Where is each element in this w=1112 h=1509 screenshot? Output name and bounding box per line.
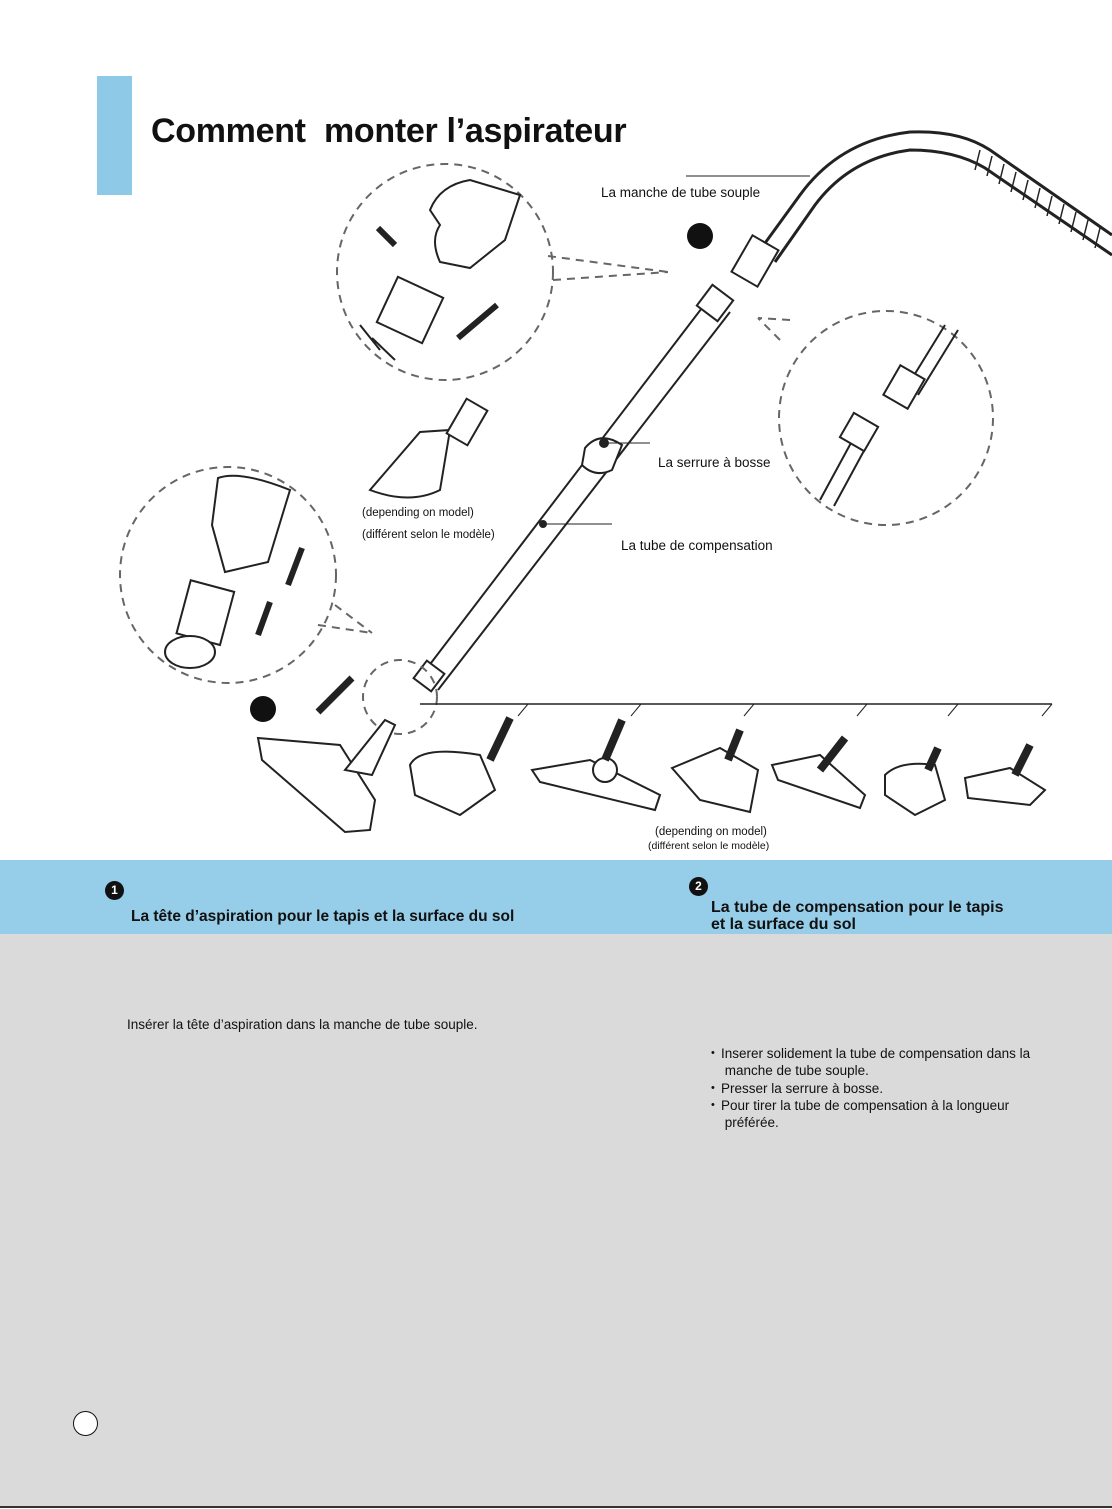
crevice-nozzle-icon [368, 397, 489, 499]
hose-icon [730, 130, 1112, 289]
pet-nozzle-icon [884, 746, 947, 817]
callout-lock-button: La serrure à bosse [658, 455, 771, 470]
section-1-instruction: Insérer la tête d’aspiration dans la man… [127, 1017, 478, 1032]
callout-hose-handle: La manche de tube souple [601, 185, 761, 200]
step-1-marker [250, 696, 276, 722]
parquet-nozzle-icon [770, 735, 867, 810]
section-1-number: 1 [105, 881, 124, 900]
instructions-panel [0, 934, 1112, 1506]
floor-nozzle-icon [256, 718, 397, 834]
section-2-steps: Inserer solidement la tube de compensati… [711, 1045, 1030, 1131]
step-2-marker [687, 223, 713, 249]
step-item: Presser la serrure à bosse. [711, 1080, 1030, 1098]
page-bottom-rule [0, 1506, 1112, 1508]
carpet-nozzle-icon [670, 728, 760, 814]
hybrid-nozzle-icon [963, 743, 1047, 807]
model-note-en: (depending on model) [362, 507, 474, 519]
detail-hose-connect-icon [336, 163, 669, 381]
title-accent-bar [97, 76, 132, 195]
double-arrow-icon [315, 675, 355, 715]
flat-floor-nozzle-icon [530, 718, 662, 812]
tube-joint-icon [819, 324, 959, 507]
tube-end-detail-icon [362, 659, 438, 735]
callout-telescopic-tube: La tube de compensation [621, 538, 773, 553]
detail-nozzle-connect-icon [119, 466, 373, 684]
turbo-brush-icon [408, 716, 514, 817]
page-number-marker [73, 1411, 98, 1436]
detail-tube-connect-icon [757, 310, 994, 526]
step-item: Inserer solidement la tube de compensati… [711, 1045, 1030, 1080]
section-2-title: La tube de compensation pour le tapis et… [711, 899, 1004, 933]
assembly-illustration [119, 130, 1112, 834]
section-header-band [0, 860, 1112, 934]
model-note-fr: (différent selon le modèle) [362, 529, 495, 541]
step-item: Pour tirer la tube de compensation à la … [711, 1097, 1030, 1132]
hand-nozzle-icon [164, 474, 305, 669]
model-note-fr-2: (différent selon le modèle) [648, 840, 770, 852]
page-title: Comment monter l’aspirateur [151, 112, 627, 150]
telescopic-tube-icon [412, 283, 735, 693]
model-note-en-2: (depending on model) [655, 826, 767, 838]
hand-press-icon [359, 178, 522, 361]
section-1-title: La tête d’aspiration pour le tapis et la… [131, 908, 515, 925]
section-2-number: 2 [689, 877, 708, 896]
